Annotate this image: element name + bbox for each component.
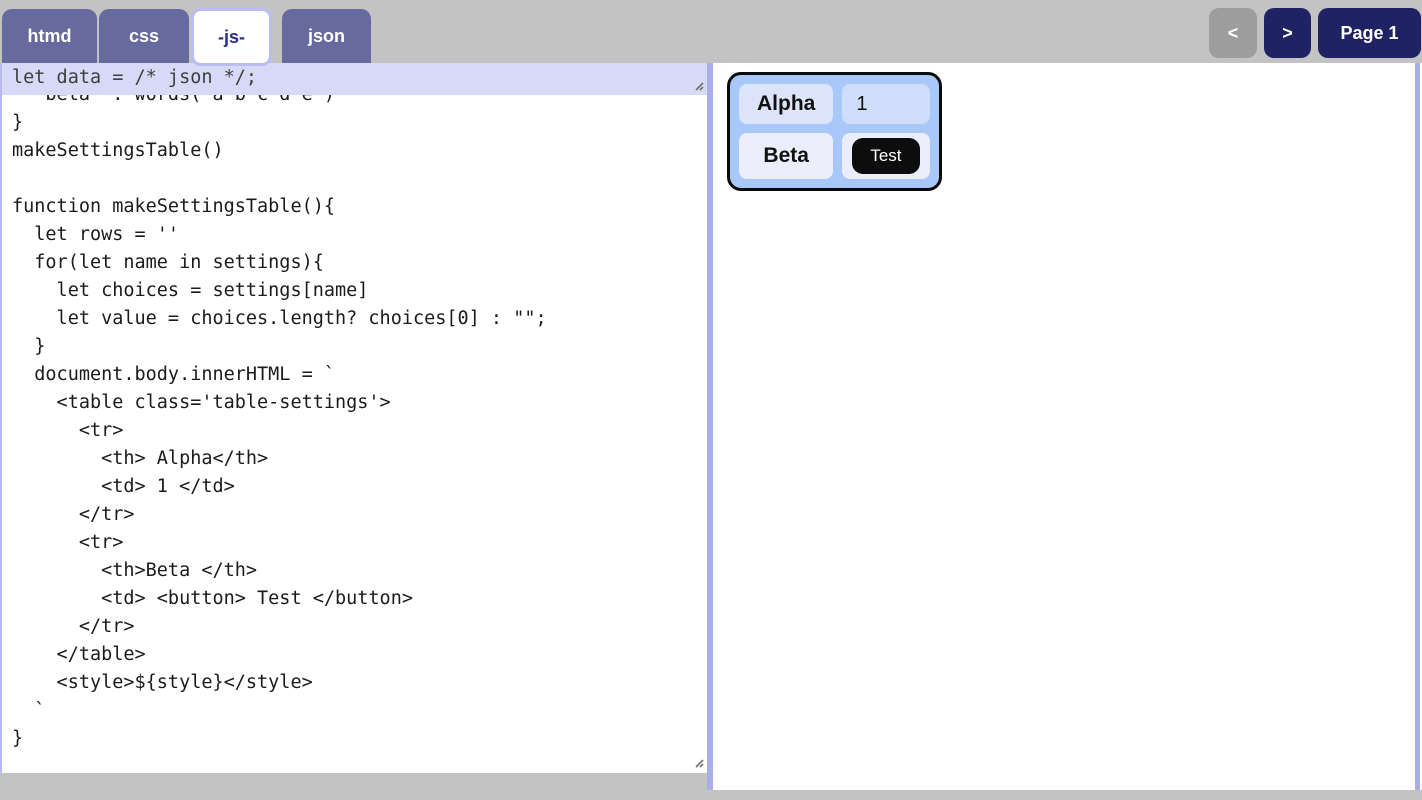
top-toolbar: htmd css -js- json < > Page 1	[0, 0, 1422, 66]
data-declaration-text: let data = /* json */;	[12, 67, 258, 88]
settings-table: Alpha 1 Beta Test	[727, 72, 942, 191]
tab-js[interactable]: -js-	[191, 8, 272, 66]
setting-value-cell: Test	[842, 133, 930, 179]
tab-css[interactable]: css	[99, 9, 189, 63]
setting-name-cell: Beta	[739, 133, 834, 179]
pane-divider	[707, 63, 713, 790]
test-button[interactable]: Test	[852, 138, 920, 174]
data-declaration-input[interactable]: let data = /* json */;	[0, 63, 707, 95]
editor-pane: let data = /* json */; 'beta' : words('a…	[0, 63, 707, 773]
preview-pane: Alpha 1 Beta Test	[713, 63, 1415, 790]
page-indicator-button[interactable]: Page 1	[1318, 8, 1421, 58]
next-page-button[interactable]: >	[1264, 8, 1311, 58]
resize-handle-icon[interactable]	[692, 79, 705, 92]
table-row: Beta Test	[739, 133, 930, 179]
js-code-editor[interactable]: 'beta' : words('a b c d e') } makeSettin…	[0, 95, 707, 773]
page-edge	[1420, 63, 1422, 790]
table-row: Alpha 1	[739, 84, 930, 124]
previous-page-button[interactable]: <	[1209, 8, 1257, 58]
setting-name-cell: Alpha	[739, 84, 834, 124]
page-navigation: < > Page 1	[1209, 8, 1421, 58]
editor-tab-bar: htmd css -js- json	[0, 0, 373, 66]
resize-handle-icon[interactable]	[692, 756, 705, 769]
tab-json[interactable]: json	[282, 9, 371, 63]
tab-htmd[interactable]: htmd	[2, 9, 97, 63]
pane-divider	[1415, 63, 1420, 790]
setting-value-cell: 1	[842, 84, 930, 124]
js-code-text: 'beta' : words('a b c d e') } makeSettin…	[12, 95, 547, 749]
